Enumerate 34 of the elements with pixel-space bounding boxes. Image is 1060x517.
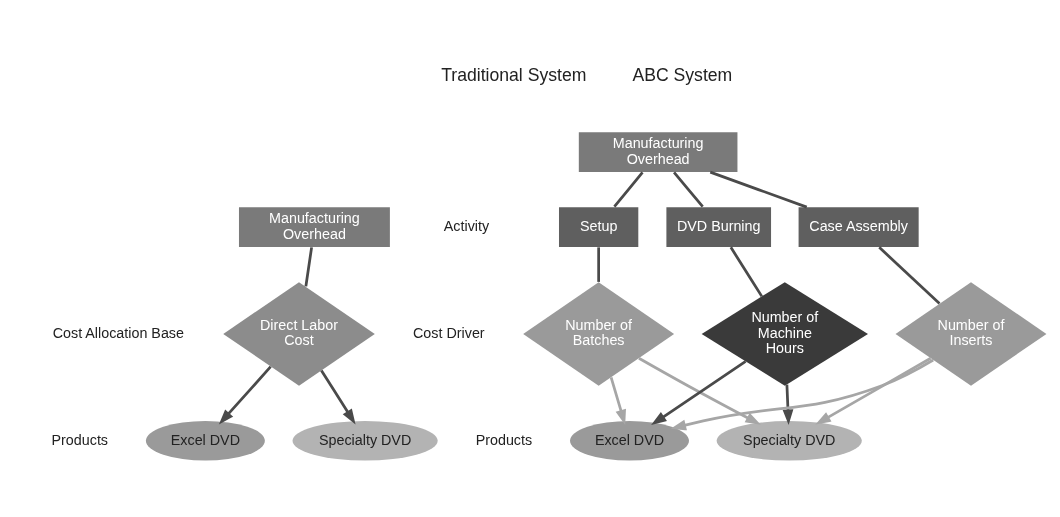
connector <box>729 246 763 297</box>
connector <box>597 246 601 282</box>
label: Traditional System <box>441 64 587 85</box>
connector <box>613 171 644 208</box>
node-diamond: Direct Labor Cost <box>223 281 375 386</box>
arrow <box>320 369 356 425</box>
node-box: Case Assembly <box>798 206 919 247</box>
arrow <box>609 376 626 425</box>
label: Cost Driver <box>413 324 485 341</box>
node-diamond: Number of Inserts <box>895 281 1047 386</box>
node-ellipse: Specialty DVD <box>292 420 438 461</box>
node-diamond: Number of Batches <box>523 281 675 386</box>
node-ellipse: Excel DVD <box>145 420 265 461</box>
connector <box>709 170 808 208</box>
node-ellipse: Specialty DVD <box>716 420 862 461</box>
connector <box>304 246 313 287</box>
label: Products <box>475 431 533 448</box>
arrow <box>218 365 272 425</box>
arrow <box>782 384 794 425</box>
label: Cost Allocation Base <box>52 324 184 341</box>
label: Products <box>51 431 109 448</box>
label: ABC System <box>632 64 733 85</box>
node-box: Setup <box>559 206 639 247</box>
connector <box>878 245 941 304</box>
node-box: Manufacturing Overhead <box>238 206 390 247</box>
node-box: Manufacturing Overhead <box>578 131 738 172</box>
connector <box>673 170 704 208</box>
node-box: DVD Burning <box>666 206 772 247</box>
arrow <box>651 359 747 425</box>
arrow <box>638 356 761 425</box>
label: Activity <box>443 217 490 234</box>
node-diamond: Number of Machine Hours <box>701 281 868 386</box>
arrow <box>670 358 934 430</box>
arrow <box>815 356 932 425</box>
